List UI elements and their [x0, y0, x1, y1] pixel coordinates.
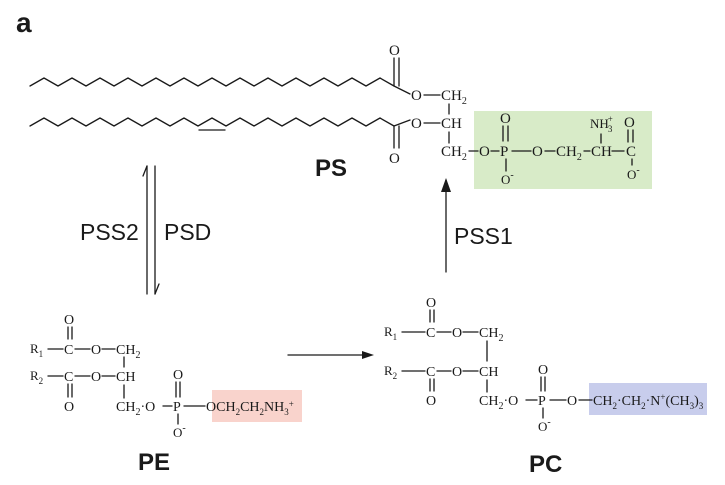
- pe-glycerol-ch2-low: CH2·O: [116, 400, 155, 418]
- ps-phosphate-o-bottom: O-: [501, 170, 514, 187]
- ps-carbonyl-o2: O: [389, 151, 400, 167]
- pc-r1: R1: [384, 324, 397, 342]
- ps-molecule: O O CH2 O O CH CH2 O P O O- O: [29, 43, 640, 187]
- ps-serine-ch2: CH2: [556, 144, 582, 163]
- pc-glycerol-ch2-top: CH2: [479, 326, 503, 344]
- pe-carbonyl-o1: O: [64, 313, 74, 328]
- pc-label: PC: [529, 451, 562, 478]
- pe-phosphate-o-top: O: [173, 368, 183, 383]
- ps-carboxyl-c: C: [626, 144, 636, 160]
- pc-molecule: R1 C O O CH2 R2 C O O CH CH2·O P O O- O …: [384, 296, 704, 478]
- pe-carbonyl-o2: O: [64, 400, 74, 415]
- pe-ethanolamine-head: OCH2CH2NH3+: [206, 399, 294, 417]
- ps-phosphate-o-left: O: [479, 144, 490, 160]
- pe-to-pc-arrowhead: [362, 351, 374, 359]
- pc-glycerol-ch2-low: CH2·O: [479, 394, 518, 412]
- ps-ester-o2: O: [411, 116, 422, 132]
- pc-phosphorus: P: [538, 394, 546, 409]
- ps-glycerol-ch2-low: CH2: [441, 144, 467, 163]
- pc-c1: C: [426, 326, 435, 341]
- ps-ester-o1: O: [411, 88, 422, 104]
- pe-label: PE: [138, 449, 170, 476]
- ps-saturated-chain: [29, 77, 411, 95]
- pc-c2: C: [426, 365, 435, 380]
- ps-unsaturated-chain: [29, 117, 411, 127]
- pss1-arrowhead: [441, 178, 451, 192]
- pe-ester-o1: O: [91, 343, 101, 358]
- pc-ester-o2: O: [452, 365, 462, 380]
- ps-carboxyl-o-bottom: O-: [627, 165, 640, 182]
- ps-phosphorus: P: [500, 144, 508, 160]
- pc-ester-o1: O: [452, 326, 462, 341]
- ps-phosphate-o-right: O: [532, 144, 543, 160]
- pc-phosphate-o-right: O: [567, 394, 577, 409]
- pe-c1: C: [64, 343, 73, 358]
- pe-r1: R1: [30, 341, 43, 359]
- pss2-label: PSS2: [80, 219, 139, 245]
- pc-phosphate-o-top: O: [538, 363, 548, 378]
- ps-label: PS: [315, 155, 347, 182]
- ps-carbonyl-o1: O: [389, 43, 400, 59]
- ps-glycerol-ch2-top: CH2: [441, 88, 467, 107]
- ps-serine-amine: NH+3: [590, 114, 613, 134]
- ps-glycerol-ch: CH: [441, 116, 462, 132]
- ps-serine-ch: CH: [591, 144, 612, 160]
- reaction-arrows: PSS2 PSD PSS1: [80, 165, 513, 359]
- pe-c2: C: [64, 370, 73, 385]
- pc-phosphate-o-bottom: O-: [538, 417, 551, 434]
- ps-headgroup-highlight: [474, 111, 652, 189]
- pc-headgroup-highlight: [589, 383, 707, 415]
- pe-glycerol-ch2-top: CH2: [116, 343, 140, 361]
- panel-label: a: [16, 7, 32, 38]
- pe-r2: R2: [30, 368, 43, 386]
- pe-molecule: R1 C O O CH2 R2 C O O CH CH2·O P O O- OC…: [30, 313, 294, 476]
- pc-r2: R2: [384, 363, 397, 381]
- ps-carboxyl-o-top: O: [624, 115, 635, 131]
- pc-glycerol-ch: CH: [479, 365, 498, 380]
- ps-serine-headgroup: P O O- O CH2 CH NH+3 C O O-: [490, 111, 640, 187]
- ps-phosphate-o-top: O: [500, 111, 511, 127]
- pe-ester-o2: O: [91, 370, 101, 385]
- pe-headgroup-highlight: [212, 390, 302, 422]
- pe-phosphorus: P: [173, 400, 181, 415]
- pss1-label: PSS1: [454, 223, 513, 249]
- pc-carbonyl-o2: O: [426, 394, 436, 409]
- psd-label: PSD: [164, 219, 211, 245]
- pe-glycerol-ch: CH: [116, 370, 135, 385]
- pc-choline-head: CH2·CH2·N+(CH3)3: [593, 392, 704, 411]
- pc-carbonyl-o1: O: [426, 296, 436, 311]
- pe-phosphate-o-bottom: O-: [173, 423, 186, 440]
